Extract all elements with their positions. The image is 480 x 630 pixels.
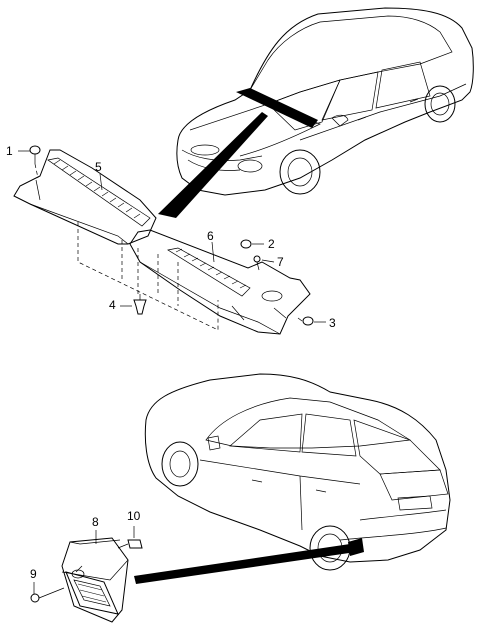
cowl-panel-left [13, 149, 157, 245]
callout-leaders [99, 173, 215, 263]
part-4-clip [120, 294, 147, 315]
callout-1: 1 [6, 144, 13, 158]
part-9-screw [30, 582, 65, 603]
part-3-screw [297, 316, 326, 326]
callout-7: 7 [277, 255, 284, 269]
part-1-screw [18, 145, 41, 179]
car-rear-view [144, 373, 451, 571]
leader-band-bottom [134, 544, 356, 584]
callout-10: 10 [127, 509, 141, 523]
callout-9: 9 [30, 567, 37, 581]
clip-projection-lines [77, 222, 219, 331]
part-2-cap [240, 239, 264, 249]
part-7-nut [253, 255, 275, 271]
callout-2: 2 [268, 237, 275, 251]
cowl-panel-right [129, 229, 311, 335]
part-8-vent-assembly [61, 530, 129, 623]
callout-4: 4 [109, 298, 116, 312]
callout-3: 3 [329, 316, 336, 330]
car-front-view [176, 7, 474, 196]
callout-8: 8 [92, 515, 99, 529]
callout-6: 6 [207, 229, 214, 243]
leader-wedge-top [158, 112, 268, 218]
callout-5: 5 [95, 160, 102, 174]
part-10-clip [117, 526, 143, 549]
